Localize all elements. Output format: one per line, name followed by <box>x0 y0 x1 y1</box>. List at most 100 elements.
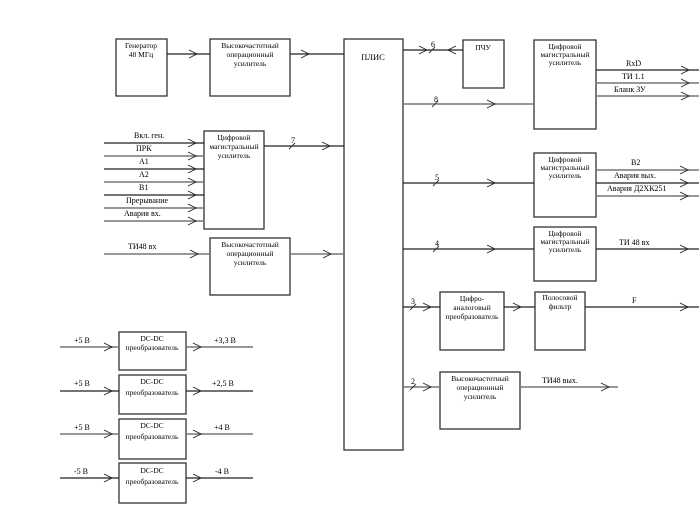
hf-amp-mid-label-1: Высокочастотный <box>221 240 279 249</box>
hf-amp-bottom-label-3: усилитель <box>464 392 497 401</box>
dac-block: Цифро- аналоговый преобразователь <box>439 291 505 351</box>
dcdc3-label-2: преобразователь <box>126 432 179 441</box>
dcdc2-output-label: +2,5 В <box>212 379 234 388</box>
signal-ti48-in: ТИ48 вх <box>128 242 156 251</box>
signal-blank-zu: Бланк ЗУ <box>614 85 646 94</box>
hf-amp-top-label-1: Высокочастотный <box>221 41 279 50</box>
dcdc3-label-1: DC-DC <box>140 421 163 430</box>
connection-plis-right3: 4 <box>403 239 534 254</box>
dig-amp-right2-label-3: усилитель <box>549 171 582 180</box>
bus-width-dac: 3 <box>411 297 415 306</box>
dcdc2-connections: +5 В +2,5 В <box>60 379 253 396</box>
signal-prk: ПРК <box>136 144 152 153</box>
dac-label-3: преобразователь <box>446 312 499 321</box>
right1-outputs: RxD ТИ 1.1 Бланк ЗУ <box>596 59 699 101</box>
connection-hfmid-plis <box>290 249 344 259</box>
signal-ti48-out: ТИ48 вых. <box>542 376 578 385</box>
dcdc4-label-2: преобразователь <box>126 477 179 486</box>
dcdc1-output-label: +3,3 В <box>214 336 236 345</box>
connection-ti48-in: ТИ48 вх <box>104 242 210 259</box>
dcdc2-input-label: +5 В <box>74 379 90 388</box>
hf-amp-mid-block: Высокочастотный операционный усилитель <box>209 237 291 296</box>
connection-plis-right1: 8 <box>403 95 534 109</box>
signal-a2: А2 <box>139 170 149 179</box>
digital-amp-right2-block: Цифровой магистральный усилитель <box>533 152 597 218</box>
dig-amp-right3-label-2: магистральный <box>540 237 589 246</box>
hf-amp-mid-label-2: операционный <box>226 249 273 258</box>
signal-b1: В1 <box>139 183 148 192</box>
dcdc4-connections: -5 В -4 В <box>60 467 253 483</box>
connection-plis-pchu: 6 <box>403 40 463 55</box>
digital-amp-right1-block: Цифровой магистральный усилитель <box>533 39 597 130</box>
signal-avaria-vyh: Авария вых. <box>614 171 656 180</box>
pchu-block: ПЧУ <box>462 39 505 89</box>
plis-block: ПЛИС <box>343 38 404 451</box>
hf-amp-top-label-2: операционный <box>226 50 273 59</box>
signal-a1: А1 <box>139 157 149 166</box>
hf-amp-top-label-3: усилитель <box>234 59 267 68</box>
dig-amp-right2-label-1: Цифровой <box>548 155 581 164</box>
right3-output: ТИ 48 вх <box>596 238 699 254</box>
dig-amp-right1-label-2: магистральный <box>540 50 589 59</box>
signal-b2: В2 <box>631 158 640 167</box>
bandpass-filter-block: Полосовой фильтр <box>534 291 586 351</box>
bus-width-hfbottom: 2 <box>411 377 415 386</box>
digital-amp-left-block: Цифровой магистральный усилитель <box>203 130 265 230</box>
connection-leftamp-plis: 7 <box>264 136 344 151</box>
bus-width-right3: 4 <box>435 239 439 248</box>
dcdc3-output-label: +4 В <box>214 423 230 432</box>
dig-amp-right1-label-3: усилитель <box>549 58 582 67</box>
dcdc-converter-2: DC-DC преобразователь <box>118 374 187 415</box>
dcdc1-label-1: DC-DC <box>140 334 163 343</box>
signal-preryvanie: Прерывание <box>126 196 168 205</box>
connection-plis-hfbottom: 2 <box>403 377 440 392</box>
dcdc2-label-1: DC-DC <box>140 377 163 386</box>
right2-outputs: В2 Авария вых. Авария Д2ХК251 <box>596 158 699 201</box>
hf-amp-bottom-block: Высокочастотный операционный усилитель <box>439 371 521 430</box>
hf-amp-bottom-label-2: операционный <box>456 383 503 392</box>
filter-output: F <box>585 296 699 312</box>
hf-amp-bottom-label-1: Высокочастотный <box>451 374 509 383</box>
connection-plis-right2: 5 <box>403 173 534 188</box>
bus-width-pchu: 6 <box>431 40 435 49</box>
dac-label-2: аналоговый <box>453 303 490 312</box>
dcdc3-connections: +5 В +4 В <box>60 423 253 439</box>
dig-amp-right2-label-2: магистральный <box>540 163 589 172</box>
signal-avaria-d2hk251: Авария Д2ХК251 <box>607 184 667 193</box>
signal-f: F <box>632 296 637 305</box>
bus-width-right2: 5 <box>435 173 439 182</box>
dcdc1-connections: +5 В +3,3 В <box>60 336 253 352</box>
signal-rxd: RxD <box>626 59 641 68</box>
dig-amp-left-label-1: Цифровой <box>217 133 250 142</box>
dcdc3-input-label: +5 В <box>74 423 90 432</box>
bandpass-label-1: Полосовой <box>542 293 577 302</box>
connection-plis-dac: 3 <box>403 297 440 312</box>
signal-avaria-vh: Авария вх. <box>124 209 161 218</box>
ti48-out: ТИ48 вых. <box>520 376 618 392</box>
generator-label-2: 48 МГц <box>129 50 153 59</box>
dac-label-1: Цифро- <box>460 294 485 303</box>
connection-generator-hfamp <box>167 49 210 59</box>
dcdc-converter-4: DC-DC преобразователь <box>118 462 187 504</box>
digital-amp-right3-block: Цифровой магистральный усилитель <box>533 226 597 282</box>
signal-vkl-gen: Вкл. ген. <box>134 131 164 140</box>
connection-dac-filter <box>504 302 535 312</box>
dcdc-converter-3: DC-DC преобразователь <box>118 418 187 460</box>
dig-amp-right3-label-3: усилитель <box>549 245 582 254</box>
hf-amp-top-block: Высокочастотный операционный усилитель <box>209 38 291 97</box>
bus-width-left: 7 <box>291 136 295 145</box>
dcdc4-input-label: -5 В <box>74 467 88 476</box>
generator-block: Генератор 48 МГц <box>115 38 168 97</box>
dig-amp-left-label-3: усилитель <box>218 151 251 160</box>
dig-amp-left-label-2: магистральный <box>209 142 258 151</box>
dcdc-converter-1: DC-DC преобразователь <box>118 331 187 371</box>
generator-label-1: Генератор <box>125 41 157 50</box>
signal-ti48-right: ТИ 48 вх <box>619 238 649 247</box>
dig-amp-right1-label-1: Цифровой <box>548 42 581 51</box>
dcdc2-label-2: преобразователь <box>126 388 179 397</box>
connection-hfamp-plis <box>290 49 344 59</box>
signal-ti11: ТИ 1.1 <box>622 72 645 81</box>
dcdc1-label-2: преобразователь <box>126 343 179 352</box>
pchu-label: ПЧУ <box>475 43 491 52</box>
